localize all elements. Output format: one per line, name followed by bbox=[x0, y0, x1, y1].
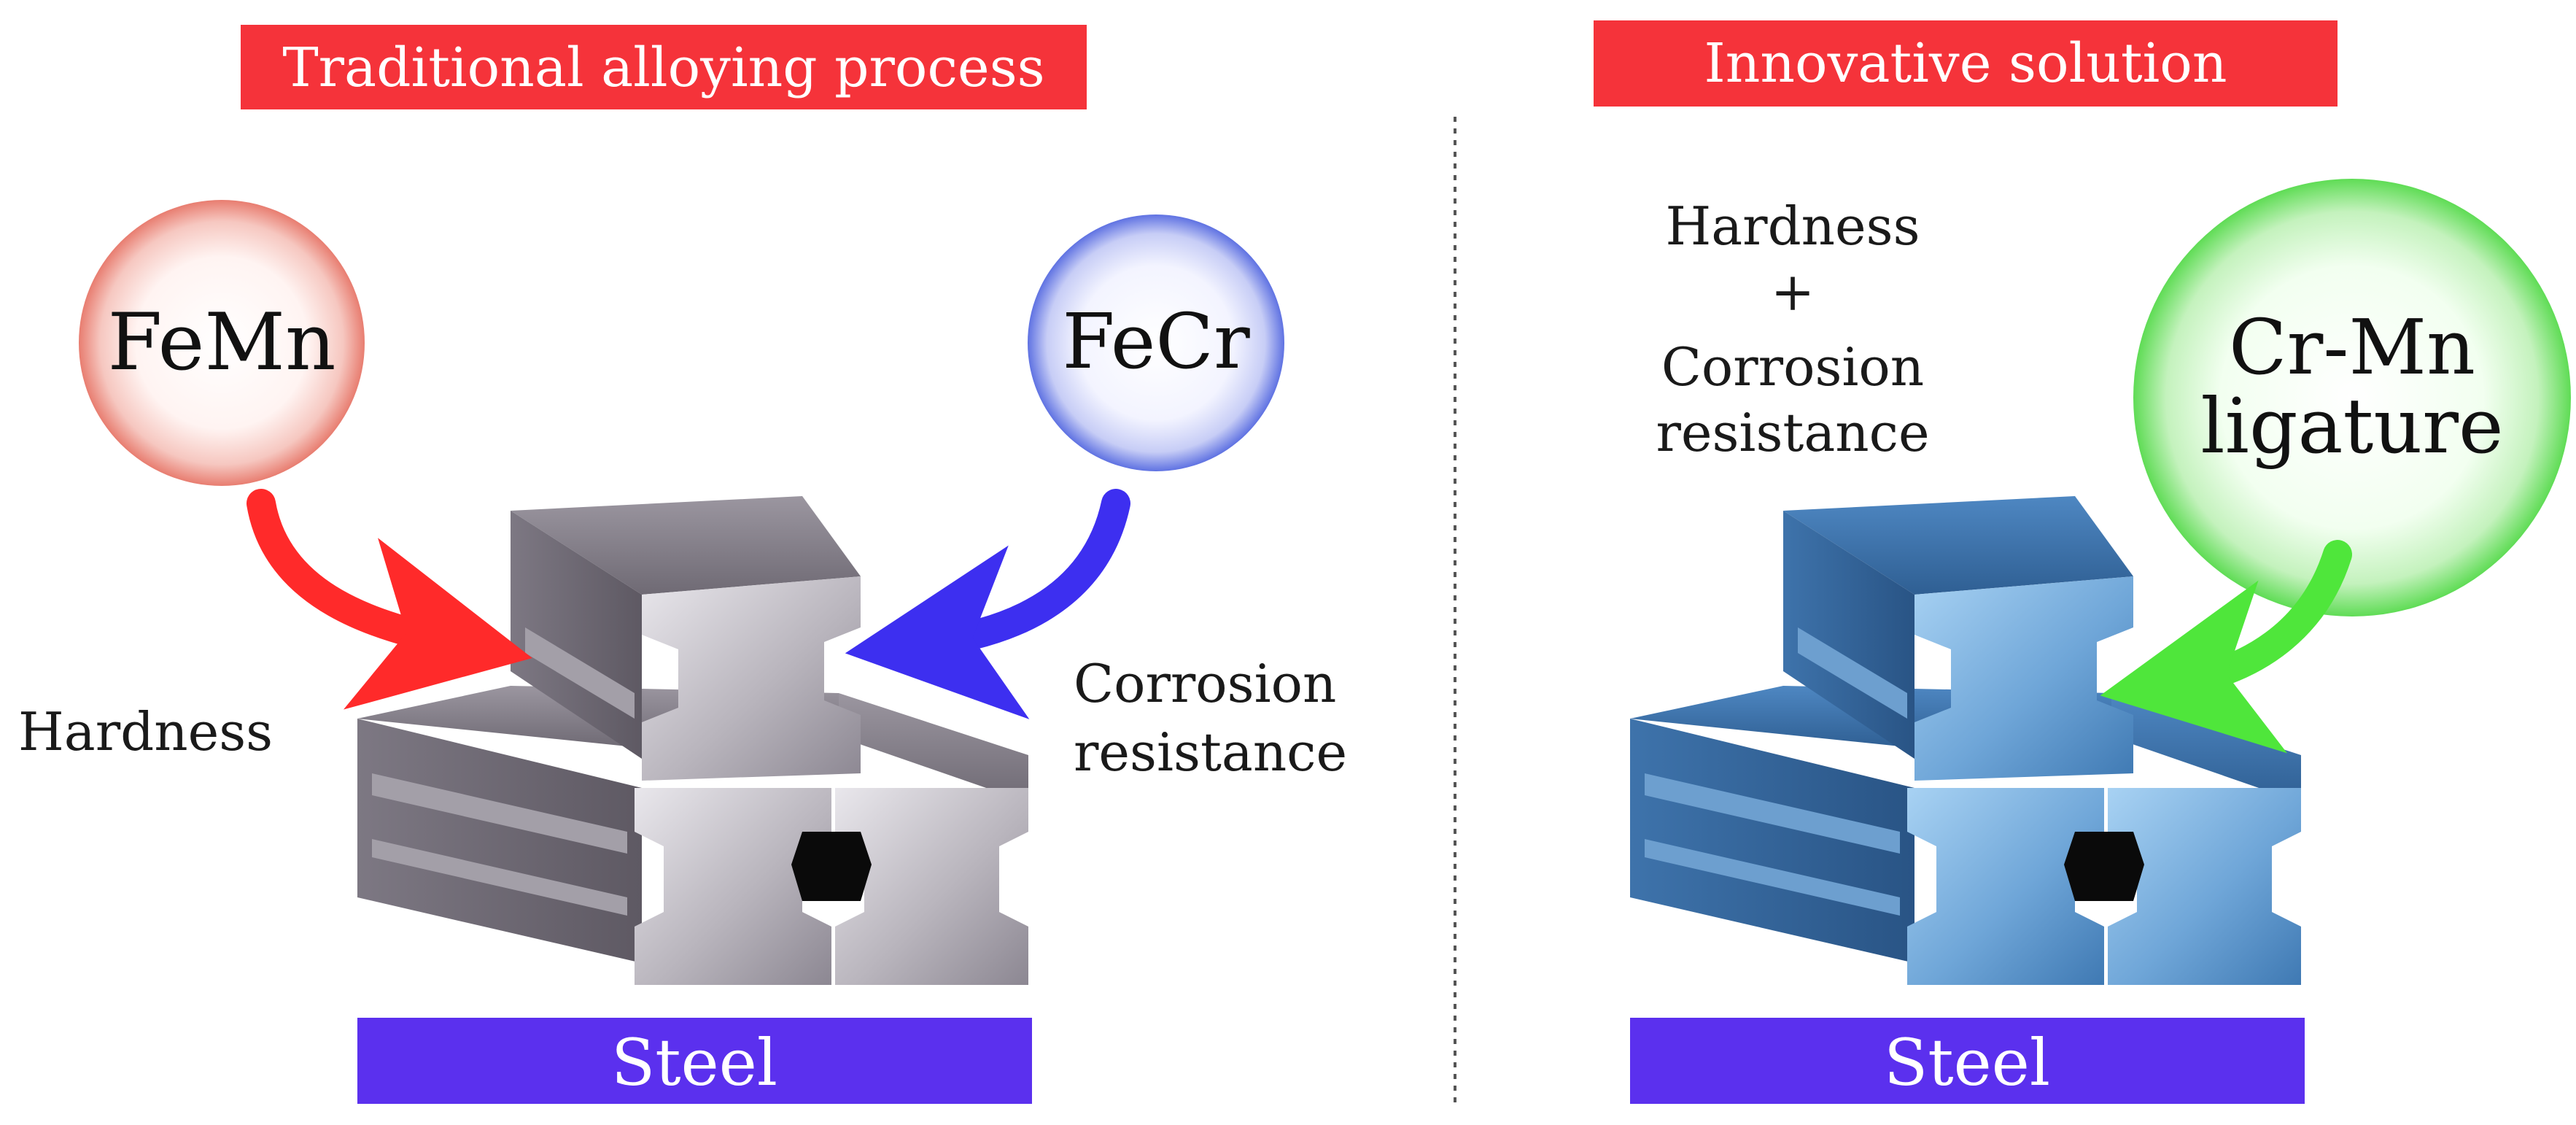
ligature-arrow bbox=[2100, 540, 2352, 754]
blue-steel-ingots bbox=[1630, 496, 2301, 985]
hardness-label: Hardness bbox=[18, 701, 273, 762]
gray-steel-ingots bbox=[357, 496, 1028, 985]
femn-circle bbox=[79, 200, 365, 486]
corrosion-label-line2: resistance bbox=[1074, 722, 1347, 783]
corrosion-label-line1: Corrosion bbox=[1074, 653, 1336, 714]
fecr-arrow bbox=[845, 489, 1130, 719]
right-banner bbox=[1594, 20, 2338, 107]
right-panel: Innovative solution Hardness + Corrosion… bbox=[1594, 20, 2571, 1104]
cr-mn-ligature-circle bbox=[2133, 179, 2571, 616]
ligature-label: ligature bbox=[2200, 382, 2503, 471]
right-steel-label: Steel bbox=[1884, 1025, 2050, 1100]
props-plus: + bbox=[1771, 261, 1815, 322]
props-resistance: resistance bbox=[1656, 402, 1929, 463]
left-banner-title: Traditional alloying process bbox=[282, 36, 1044, 99]
fecr-label: FeCr bbox=[1062, 297, 1250, 386]
left-steel-bar bbox=[357, 1018, 1032, 1104]
left-steel-label: Steel bbox=[611, 1025, 777, 1100]
left-panel: Traditional alloying process FeMn FeCr bbox=[18, 25, 1347, 1104]
cr-mn-label: Cr-Mn bbox=[2229, 303, 2475, 392]
right-steel-bar bbox=[1630, 1018, 2305, 1104]
femn-arrow bbox=[247, 489, 532, 710]
femn-label: FeMn bbox=[107, 297, 335, 388]
props-corrosion: Corrosion bbox=[1661, 336, 1924, 398]
fecr-circle bbox=[1028, 214, 1284, 471]
right-banner-title: Innovative solution bbox=[1704, 32, 2227, 95]
props-hardness: Hardness bbox=[1665, 196, 1920, 257]
left-banner bbox=[241, 25, 1087, 109]
